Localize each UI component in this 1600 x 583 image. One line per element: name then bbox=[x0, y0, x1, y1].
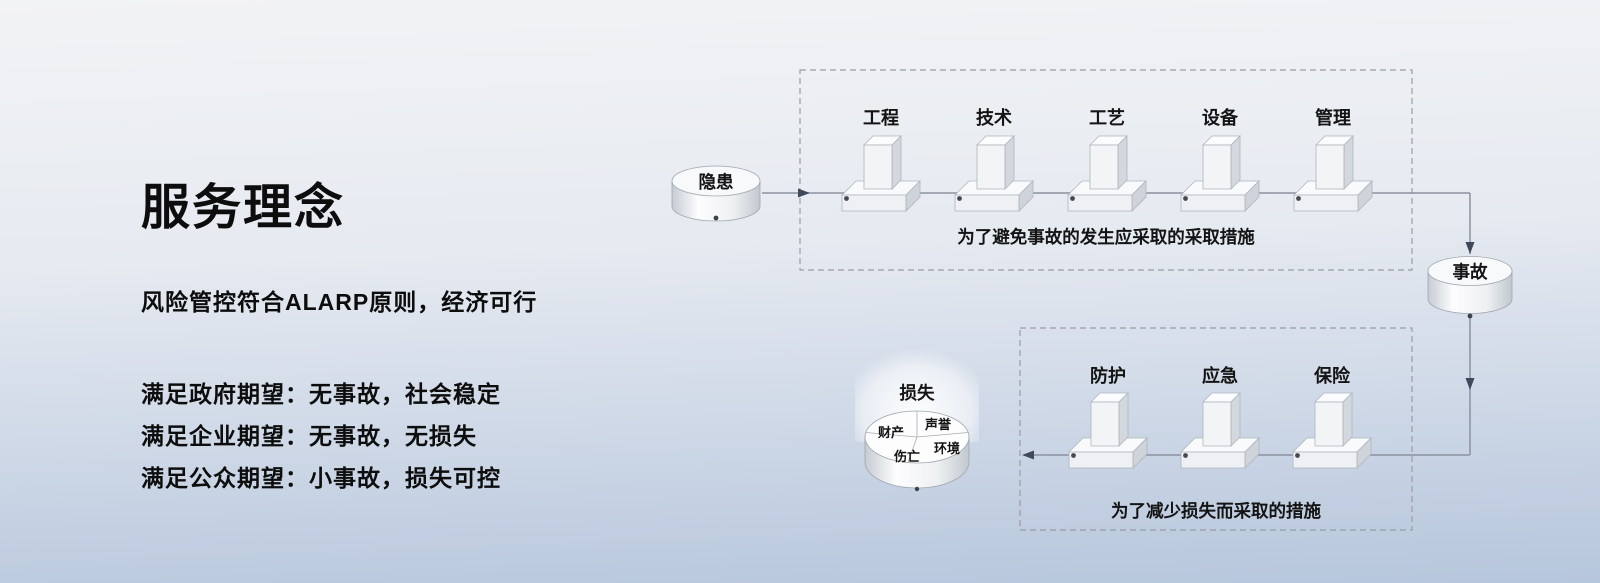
arrow-right-icon bbox=[798, 188, 810, 198]
mitigation-barrier-label: 应急 bbox=[1202, 365, 1238, 386]
loss-segment-casualty: 伤亡 bbox=[893, 449, 920, 464]
barrier-block bbox=[1292, 392, 1372, 469]
prevention-caption: 为了避免事故的发生应采取的采取措施 bbox=[957, 227, 1255, 247]
hazard-cylinder: 隐患 bbox=[671, 165, 761, 222]
barrier-block bbox=[1180, 135, 1260, 212]
barrier-block bbox=[954, 135, 1034, 212]
prevention-barriers: 工程 技术 工艺 设备 管理 为了避免事故的发生应采取的采取措施 bbox=[841, 107, 1373, 247]
prevention-barrier-label: 设备 bbox=[1202, 107, 1239, 128]
loss-segment-property: 财产 bbox=[878, 425, 904, 440]
pie-dividers bbox=[865, 411, 969, 463]
loss-label: 损失 bbox=[900, 383, 935, 403]
barrier-block bbox=[1293, 135, 1373, 212]
arrow-down-icon bbox=[1465, 378, 1475, 390]
accident-label: 事故 bbox=[1453, 262, 1488, 282]
barrier-block bbox=[841, 135, 921, 212]
arrow-left-icon bbox=[1022, 450, 1034, 460]
prevention-barrier-label: 工程 bbox=[863, 108, 899, 128]
barrier-block bbox=[1068, 392, 1148, 469]
prevention-barrier-label: 管理 bbox=[1315, 107, 1351, 128]
expectation-public: 满足公众期望：小事故，损失可控 bbox=[141, 465, 501, 491]
barrier-block bbox=[1180, 392, 1260, 469]
alarp-subtitle: 风险管控符合ALARP原则，经济可行 bbox=[141, 289, 538, 315]
mitigation-barrier-label: 防护 bbox=[1090, 365, 1126, 386]
mitigation-barrier-label-insurance: 保险 bbox=[1313, 365, 1351, 386]
arrow-down-icon bbox=[1465, 242, 1475, 254]
prevention-barrier-label: 技术 bbox=[976, 107, 1012, 128]
loss-segment-environment: 环境 bbox=[934, 441, 960, 456]
loss-pie-cylinder: 财产 声誉 伤亡 环境 损失 bbox=[864, 383, 970, 492]
connector-dot bbox=[1467, 313, 1473, 319]
accident-cylinder: 事故 bbox=[1427, 256, 1513, 319]
expectations-list: 满足政府期望：无事故，社会稳定 满足企业期望：无事故，无损失 满足公众期望：小事… bbox=[141, 373, 537, 499]
loss-segment-reputation: 声誉 bbox=[924, 417, 952, 432]
connector-dot bbox=[914, 486, 920, 492]
arrowheads bbox=[798, 188, 1475, 460]
expectation-government: 满足政府期望：无事故，社会稳定 bbox=[141, 381, 501, 407]
service-philosophy-panel: 服务理念 风险管控符合ALARP原则，经济可行 满足政府期望：无事故，社会稳定 … bbox=[141, 168, 537, 499]
hazard-label: 隐患 bbox=[699, 172, 734, 192]
page-title: 服务理念 bbox=[141, 181, 346, 235]
mitigation-caption: 为了减少损失而采取的措施 bbox=[1111, 501, 1321, 521]
prevention-barrier-label: 工艺 bbox=[1089, 107, 1125, 128]
barrier-block bbox=[1067, 135, 1147, 212]
mitigation-barriers: 防护 应急 保险 为了减少损失而采取的措施 bbox=[1068, 365, 1372, 521]
prevention-barriers-box bbox=[799, 69, 1413, 271]
connector-dot bbox=[713, 215, 719, 221]
expectation-enterprise: 满足企业期望：无事故，无损失 bbox=[141, 423, 477, 449]
mitigation-barriers-box bbox=[1019, 327, 1413, 531]
